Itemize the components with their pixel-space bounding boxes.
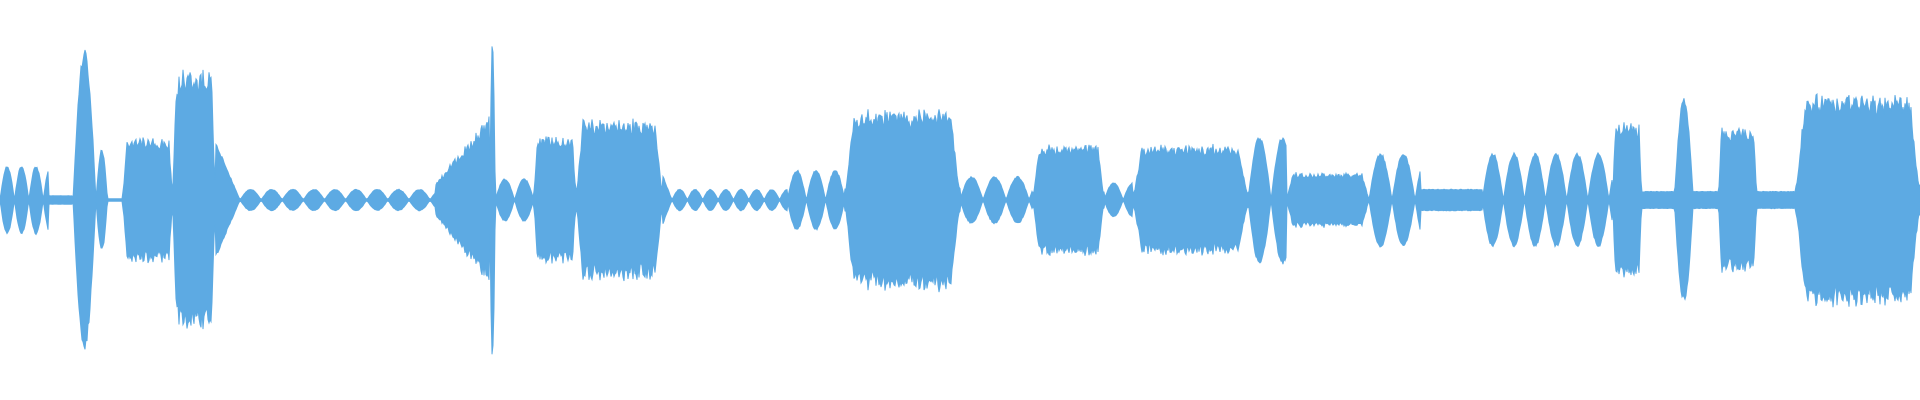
waveform-shape <box>0 46 1920 355</box>
